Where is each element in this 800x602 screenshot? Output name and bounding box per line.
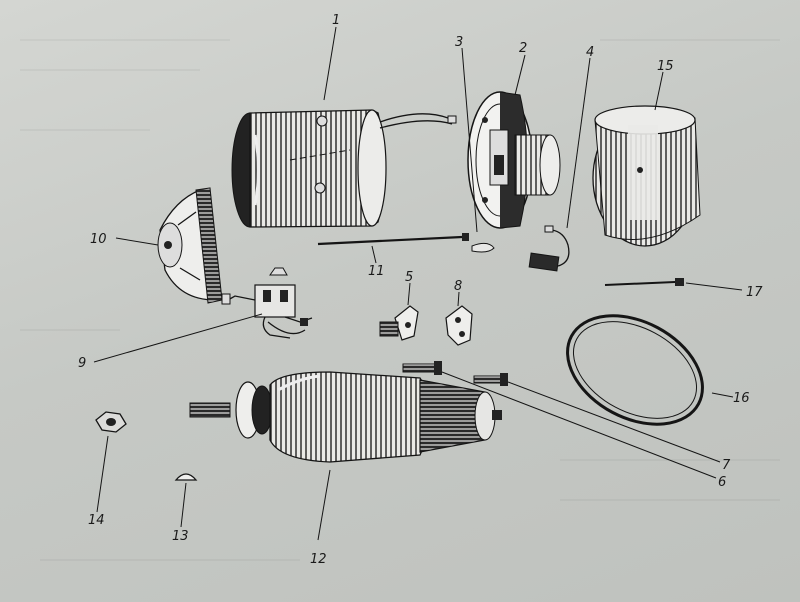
label-5: 5 bbox=[405, 270, 413, 285]
part-1-stator-housing bbox=[231, 109, 457, 228]
part-8-holder bbox=[445, 305, 473, 346]
leader-lines bbox=[93, 26, 743, 541]
part-4-brush bbox=[528, 225, 570, 272]
part-6-screw bbox=[402, 361, 442, 375]
label-3: 3 bbox=[455, 35, 463, 50]
label-9: 9 bbox=[78, 356, 86, 371]
label-12: 12 bbox=[310, 552, 327, 567]
label-7: 7 bbox=[722, 458, 731, 473]
part-3-clip bbox=[471, 242, 495, 253]
label-15: 15 bbox=[657, 59, 674, 74]
part-7-screw bbox=[473, 373, 508, 386]
part-12-armature bbox=[189, 371, 502, 463]
label-10: 10 bbox=[90, 232, 107, 247]
label-11: 11 bbox=[368, 264, 385, 279]
part-15-cover bbox=[592, 105, 701, 247]
label-14: 14 bbox=[88, 513, 105, 528]
part-9-terminal-assembly bbox=[221, 267, 313, 339]
part-14-nut bbox=[95, 411, 127, 433]
label-13: 13 bbox=[172, 529, 189, 544]
part-17-pin bbox=[604, 278, 684, 286]
part-13-woodruff-key bbox=[174, 473, 198, 481]
label-17: 17 bbox=[746, 285, 763, 300]
part-11-through-bolt bbox=[317, 233, 469, 246]
label-6: 6 bbox=[718, 475, 726, 490]
part-10-end-cap bbox=[157, 187, 223, 304]
part-5-holder bbox=[379, 305, 419, 341]
part-16-band-ring bbox=[566, 314, 704, 426]
label-1: 1 bbox=[332, 13, 340, 28]
part-2-end-shield bbox=[467, 91, 561, 229]
label-16: 16 bbox=[733, 391, 750, 406]
label-8: 8 bbox=[454, 279, 462, 294]
label-2: 2 bbox=[519, 41, 527, 56]
label-4: 4 bbox=[586, 45, 594, 60]
part-labels: 1 3 2 4 15 10 11 5 8 17 9 16 7 6 14 13 1… bbox=[78, 13, 763, 567]
